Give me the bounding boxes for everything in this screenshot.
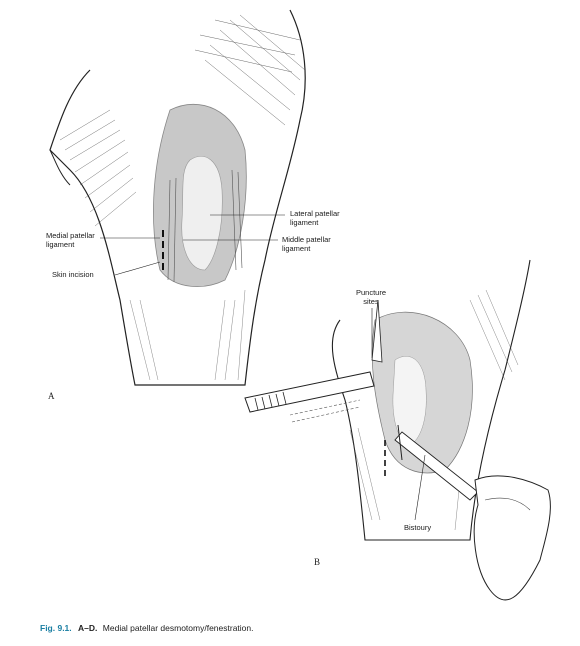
label-middle-patellar-ligament: Middle patellar ligament <box>282 235 331 253</box>
label-bistoury: Bistoury <box>404 523 432 532</box>
label-medial-patellar-ligament: Medial patellar ligament <box>46 231 95 249</box>
caption-text: Medial patellar desmotomy/fenestration. <box>102 623 254 633</box>
panel-letter-a: A <box>48 391 55 401</box>
label-lateral-patellar-ligament: Lateral patellar ligament <box>290 209 340 227</box>
scalpel-handle <box>244 371 375 423</box>
label-skin-incision: Skin incision <box>52 270 94 279</box>
figure-caption: Fig. 9.1. A–D. Medial patellar desmotomy… <box>40 623 254 633</box>
caption-figure-number: Fig. 9.1. <box>40 623 72 633</box>
label-puncture-sites: Puncture sites <box>356 288 387 306</box>
panel-letter-b: B <box>314 557 321 567</box>
caption-panels: A–D. <box>78 623 98 633</box>
